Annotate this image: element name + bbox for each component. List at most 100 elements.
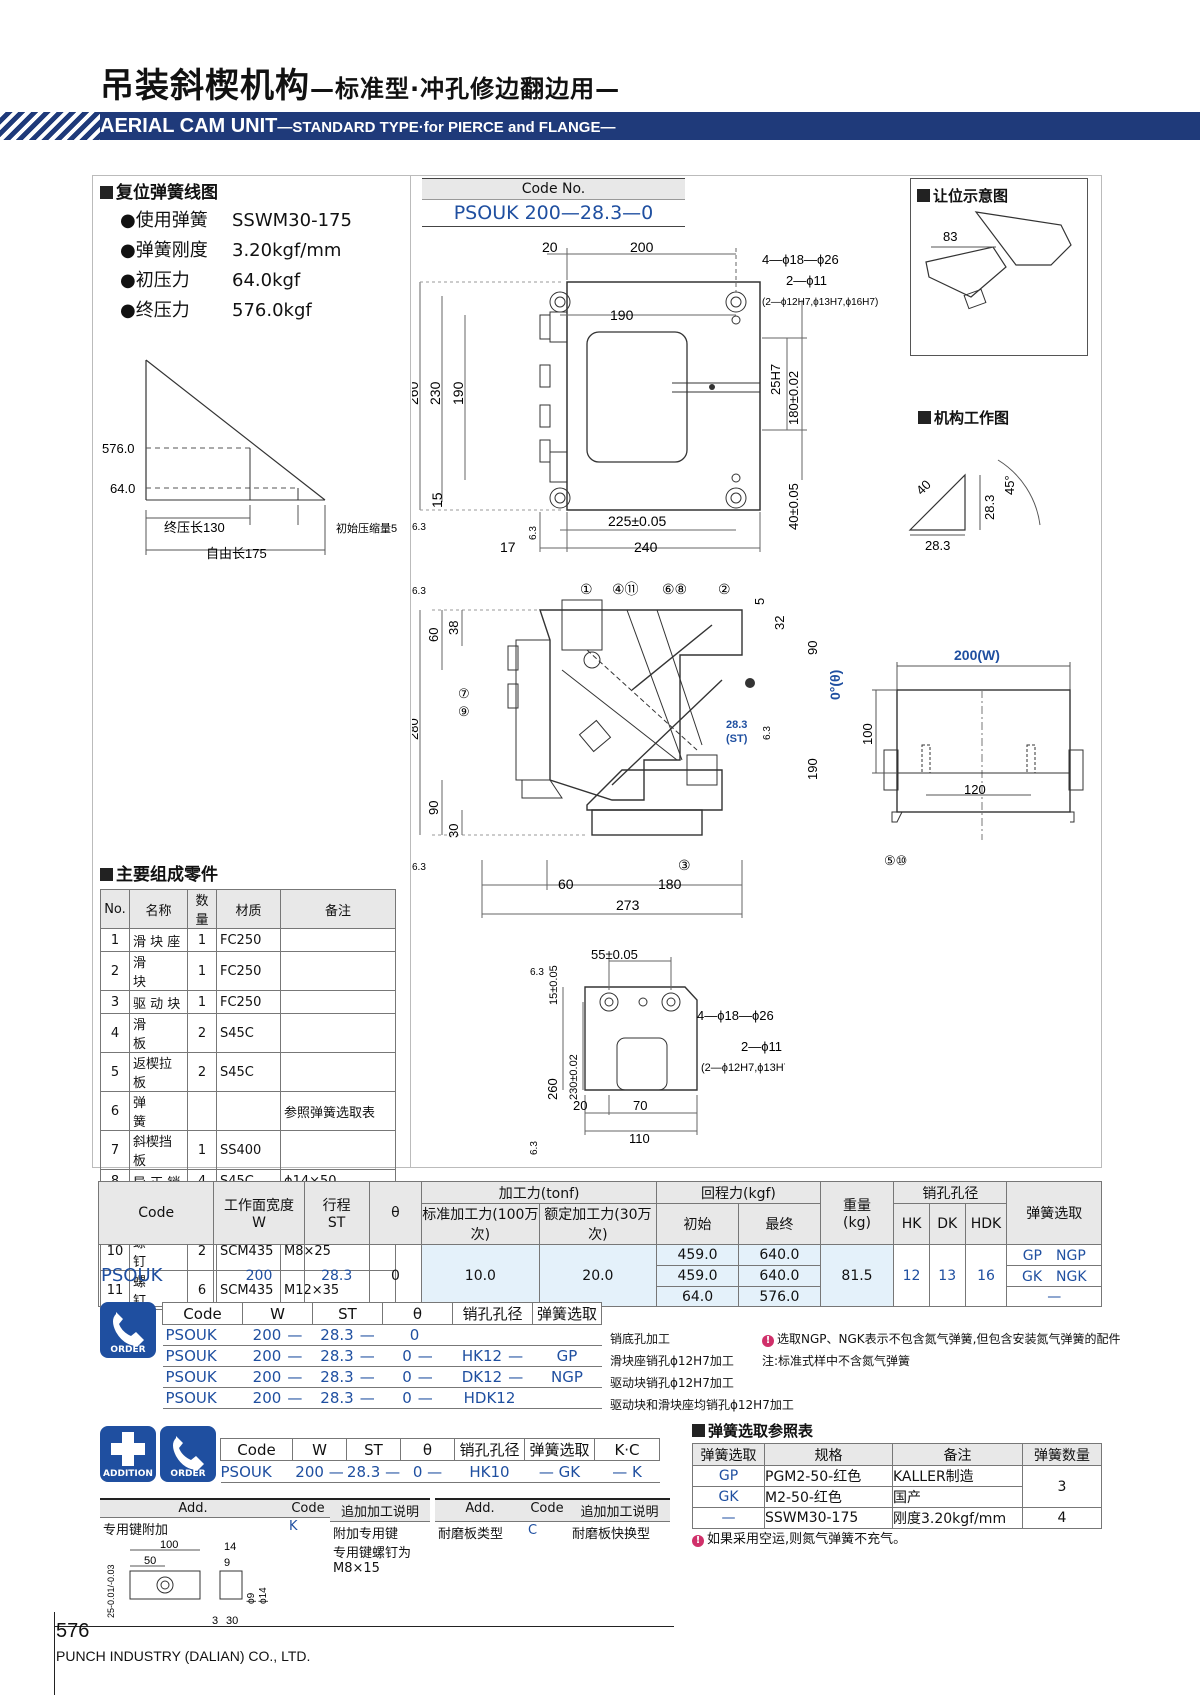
svg-text:60: 60 — [426, 628, 441, 642]
svg-text:55±0.05: 55±0.05 — [591, 947, 638, 962]
svg-text:6.3: 6.3 — [412, 862, 426, 873]
svg-text:3: 3 — [212, 1615, 218, 1627]
svg-text:(2—ϕ12H7,ϕ13H7,ϕ16H7): (2—ϕ12H7,ϕ13H7,ϕ16H7) — [762, 297, 878, 308]
plus-icon — [111, 1432, 145, 1466]
footer-rule — [54, 1612, 55, 1695]
drawing-frame — [92, 175, 1102, 1168]
svg-text:260: 260 — [412, 381, 421, 405]
svg-text:28.3: 28.3 — [925, 538, 950, 553]
addition-icon: ADDITION — [100, 1426, 156, 1482]
frame-divider — [410, 175, 411, 1168]
svg-text:14: 14 — [224, 1541, 236, 1553]
y-label-low: 64.0 — [110, 481, 135, 496]
order-icon-2: ORDER — [160, 1426, 216, 1482]
svg-text:70: 70 — [633, 1098, 647, 1113]
svg-text:(2—ϕ12H7,ϕ13H7,ϕ16H7): (2—ϕ12H7,ϕ13H7,ϕ16H7) — [701, 1062, 785, 1074]
svg-text:83: 83 — [943, 229, 957, 244]
svg-text:⑦: ⑦ — [458, 686, 470, 701]
spec-data-row: PSOUK 200 28.3 0 10.0 20.0 459.0 640.0 8… — [97, 1244, 1102, 1307]
page-title: 吊装斜楔机构—标准型·冲孔修边翻边用— — [100, 66, 621, 106]
svg-text:225±0.05: 225±0.05 — [608, 513, 667, 529]
svg-text:20: 20 — [573, 1098, 587, 1113]
parts-header-row: No. 名称 数量 材质 备注 — [100, 889, 396, 929]
svg-text:30: 30 — [446, 824, 461, 838]
svg-text:110: 110 — [629, 1131, 650, 1146]
svg-text:6.3: 6.3 — [530, 967, 544, 978]
spring-table-title: 弹簧选取参照表 — [692, 1420, 813, 1441]
addition-header-row: Code W ST θ 销孔孔径 弹簧选取 K·C — [220, 1438, 660, 1461]
svg-text:50: 50 — [144, 1555, 156, 1567]
svg-text:190: 190 — [805, 758, 820, 780]
spring-section-title: 复位弹簧线图 — [100, 178, 218, 203]
code-box: Code No. PSOUK 200—28.3—0 — [422, 178, 685, 227]
svg-text:6.3: 6.3 — [529, 1141, 540, 1155]
final-length-label: 终压长130 — [164, 520, 225, 535]
svg-text:280: 280 — [412, 718, 421, 740]
add-desc-left: 追加加工说明 附加专用键 专用键螺钉为 M8×15 — [330, 1498, 430, 1577]
svg-text:32: 32 — [772, 616, 787, 630]
phone-icon — [173, 1436, 204, 1470]
svg-text:120: 120 — [964, 782, 986, 797]
svg-text:180: 180 — [658, 876, 682, 892]
footer-line — [54, 1626, 674, 1627]
spring-row: — SSWM30-175 刚度3.20kgf/mm 4 — [692, 1507, 1102, 1529]
y-label-high: 576.0 — [102, 441, 135, 456]
svg-text:25H7: 25H7 — [768, 364, 783, 395]
spec-data-row: 459.0 640.0 GK NGK — [99, 1265, 1102, 1287]
svg-text:6.3: 6.3 — [528, 526, 539, 540]
svg-text:5: 5 — [752, 598, 767, 605]
svg-text:②: ② — [718, 581, 731, 597]
svg-text:38: 38 — [446, 621, 461, 635]
front-view-drawing: 200(W) 100 120 ⑤⑩ — [862, 647, 1084, 868]
svg-text:230±0.02: 230±0.02 — [568, 1054, 580, 1100]
svg-text:20: 20 — [542, 240, 558, 255]
svg-text:28.3: 28.3 — [726, 719, 747, 731]
svg-text:40: 40 — [913, 477, 934, 498]
svg-text:273: 273 — [616, 897, 640, 913]
svg-text:2—ϕ11: 2—ϕ11 — [786, 273, 827, 288]
svg-text:190: 190 — [450, 381, 466, 405]
svg-text:60: 60 — [558, 876, 574, 892]
order-header-row: Code W ST θ 销孔孔径 弹簧选取 — [162, 1302, 602, 1325]
svg-text:15±0.05: 15±0.05 — [548, 965, 560, 1005]
svg-text:25-0.01/-0.03: 25-0.01/-0.03 — [106, 1564, 116, 1618]
svg-text:90: 90 — [426, 801, 441, 815]
svg-text:4—ϕ18—ϕ26: 4—ϕ18—ϕ26 — [697, 1008, 774, 1023]
page-number: 576 — [56, 1620, 90, 1642]
svg-text:200(W): 200(W) — [954, 647, 1000, 663]
svg-text:17: 17 — [500, 539, 516, 555]
svg-text:③: ③ — [678, 857, 691, 873]
svg-text:ϕ9: ϕ9 — [246, 1592, 257, 1604]
addition-data-row: PSOUK 200 — 28.3 — 0 — HK10 — GK — K — [220, 1460, 660, 1483]
svg-text:40±0.05: 40±0.05 — [786, 483, 801, 530]
svg-text:15: 15 — [429, 492, 445, 508]
parts-section-title: 主要组成零件 — [100, 860, 218, 885]
svg-text:⑥⑧: ⑥⑧ — [662, 581, 687, 597]
svg-text:100: 100 — [862, 723, 875, 745]
svg-text:6.3: 6.3 — [412, 522, 426, 533]
spring-graph: 576.0 64.0 终压长130 初始压缩量5 自由长175 — [102, 359, 397, 561]
svg-text:0°(θ): 0°(θ) — [827, 670, 843, 700]
free-length-label: 自由长175 — [206, 546, 267, 561]
top-view-drawing: 20 200 4—ϕ18—ϕ26 2—ϕ11 (2—ϕ12H7,ϕ13H7,ϕ1… — [412, 240, 878, 555]
svg-text:28.3: 28.3 — [982, 495, 997, 520]
title-banner — [0, 112, 1200, 140]
svg-text:(ST): (ST) — [726, 733, 748, 745]
svg-text:190: 190 — [610, 307, 634, 323]
svg-text:230: 230 — [427, 381, 443, 405]
